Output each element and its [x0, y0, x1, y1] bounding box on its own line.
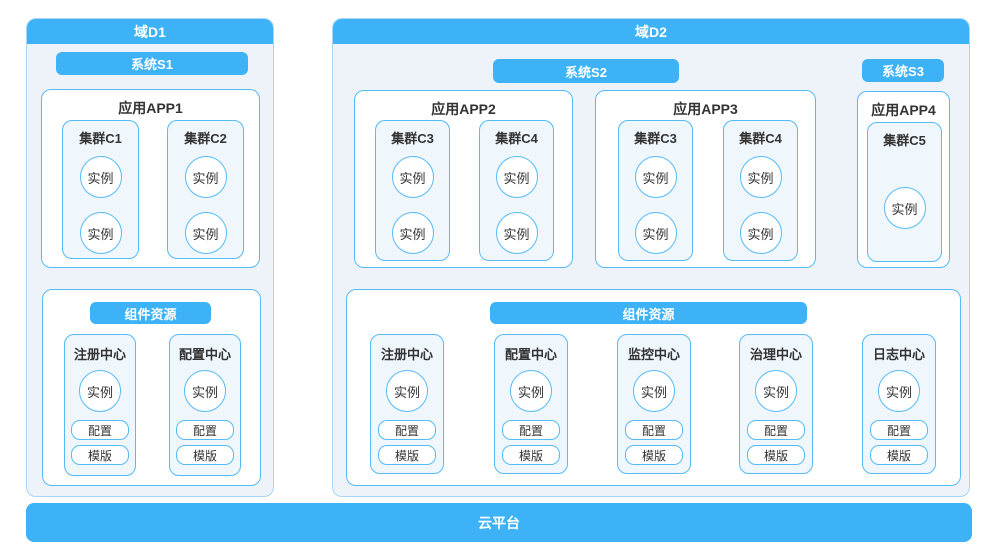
config-chip: 配置 — [747, 420, 805, 440]
system-s3-pill: 系统S3 — [862, 59, 944, 82]
domain-d2: 域D2 系统S2 系统S3 应用APP2 集群C3 实例 实例 集群C4 实例 … — [332, 18, 970, 497]
registry-center-title: 注册中心 — [380, 347, 433, 362]
domain-d2-header: 域D2 — [333, 19, 969, 44]
template-chip: 模版 — [502, 445, 560, 465]
app4-title: 应用APP4 — [871, 102, 936, 118]
cloud-platform-bar: 云平台 — [26, 503, 972, 542]
system-s1-pill: 系统S1 — [56, 52, 248, 75]
template-chip: 模版 — [378, 445, 436, 465]
domain-d1-header: 域D1 — [27, 19, 273, 44]
registry-center-panel: 注册中心 实例 配置 模版 — [370, 334, 444, 474]
config-chip: 配置 — [625, 420, 683, 440]
cluster-c3-title: 集群C3 — [391, 131, 434, 146]
instance-circle: 实例 — [79, 156, 122, 198]
app3-title: 应用APP3 — [673, 101, 738, 117]
cluster-c3: 集群C3 实例 实例 — [618, 120, 693, 261]
instance-circle: 实例 — [391, 156, 434, 198]
app2-title: 应用APP2 — [431, 101, 496, 117]
cluster-c3-title: 集群C3 — [634, 131, 677, 146]
config-chip: 配置 — [378, 420, 436, 440]
instance-circle: 实例 — [495, 156, 538, 198]
instance-circle: 实例 — [634, 156, 677, 198]
d1-resources-box: 组件资源 注册中心 实例 配置 模版 配置中心 实例 配置 模版 — [42, 289, 261, 486]
app2-box: 应用APP2 集群C3 实例 实例 集群C4 实例 实例 — [354, 90, 573, 268]
instance-circle: 实例 — [755, 370, 797, 412]
instance-circle: 实例 — [184, 156, 227, 198]
cluster-c3: 集群C3 实例 实例 — [375, 120, 450, 261]
cluster-c5: 集群C5 实例 — [867, 122, 942, 262]
monitor-center-panel: 监控中心 实例 配置 模版 — [617, 334, 691, 474]
instance-circle: 实例 — [633, 370, 675, 412]
log-center-panel: 日志中心 实例 配置 模版 — [862, 334, 936, 474]
template-chip: 模版 — [625, 445, 683, 465]
config-chip: 配置 — [71, 420, 129, 440]
template-chip: 模版 — [870, 445, 928, 465]
d2-resources-pill: 组件资源 — [490, 302, 807, 324]
config-center-panel: 配置中心 实例 配置 模版 — [169, 334, 241, 476]
d1-resources-pill: 组件资源 — [90, 302, 211, 324]
instance-circle: 实例 — [79, 370, 121, 412]
config-center-title: 配置中心 — [178, 347, 231, 362]
cluster-c1-title: 集群C1 — [79, 131, 122, 146]
app3-box: 应用APP3 集群C3 实例 实例 集群C4 实例 实例 — [595, 90, 816, 268]
app4-box: 应用APP4 集群C5 实例 — [857, 91, 950, 268]
monitor-center-title: 监控中心 — [627, 347, 680, 362]
config-center-title: 配置中心 — [504, 347, 557, 362]
system-s2-pill: 系统S2 — [493, 59, 679, 83]
template-chip: 模版 — [71, 445, 129, 465]
instance-circle: 实例 — [878, 370, 920, 412]
instance-circle: 实例 — [739, 156, 782, 198]
template-chip: 模版 — [747, 445, 805, 465]
config-chip: 配置 — [502, 420, 560, 440]
instance-circle: 实例 — [510, 370, 552, 412]
cluster-c2: 集群C2 实例 实例 — [167, 120, 244, 259]
instance-circle: 实例 — [391, 212, 434, 254]
log-center-title: 日志中心 — [872, 347, 925, 362]
d2-resources-box: 组件资源 注册中心 实例 配置 模版 配置中心 实例 配置 模版 监控中心 实例… — [346, 289, 961, 486]
registry-center-panel: 注册中心 实例 配置 模版 — [64, 334, 136, 476]
cluster-c4: 集群C4 实例 实例 — [479, 120, 554, 261]
instance-circle: 实例 — [184, 212, 227, 254]
cluster-c4-title: 集群C4 — [739, 131, 782, 146]
config-chip: 配置 — [176, 420, 234, 440]
instance-circle: 实例 — [184, 370, 226, 412]
app1-box: 应用APP1 集群C1 实例 实例 集群C2 实例 实例 — [41, 89, 260, 268]
cluster-c5-title: 集群C5 — [883, 133, 926, 148]
instance-circle: 实例 — [739, 212, 782, 254]
config-chip: 配置 — [870, 420, 928, 440]
config-center-panel: 配置中心 实例 配置 模版 — [494, 334, 568, 474]
domain-d1: 域D1 系统S1 应用APP1 集群C1 实例 实例 集群C2 实例 实例 组件… — [26, 18, 274, 497]
cluster-c2-title: 集群C2 — [184, 131, 227, 146]
instance-circle: 实例 — [386, 370, 428, 412]
app1-title: 应用APP1 — [118, 100, 183, 116]
registry-center-title: 注册中心 — [73, 347, 126, 362]
governance-center-panel: 治理中心 实例 配置 模版 — [739, 334, 813, 474]
instance-circle: 实例 — [79, 212, 122, 254]
cluster-c4: 集群C4 实例 实例 — [723, 120, 798, 261]
governance-center-title: 治理中心 — [749, 347, 802, 362]
cluster-c1: 集群C1 实例 实例 — [62, 120, 139, 259]
cluster-c4-title: 集群C4 — [495, 131, 538, 146]
instance-circle: 实例 — [495, 212, 538, 254]
template-chip: 模版 — [176, 445, 234, 465]
instance-circle: 实例 — [883, 187, 926, 229]
instance-circle: 实例 — [634, 212, 677, 254]
